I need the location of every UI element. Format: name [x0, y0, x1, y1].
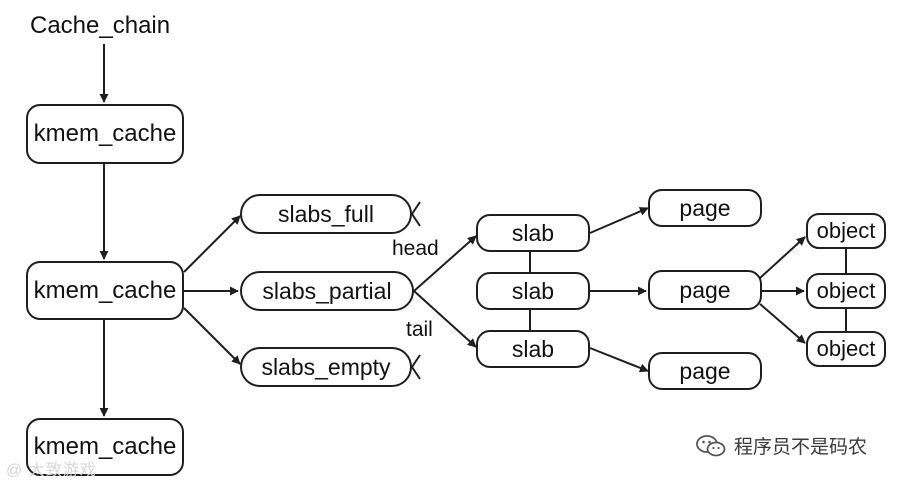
kmem-cache-node-2: kmem_cache	[26, 261, 184, 320]
tail-label: tail	[406, 318, 433, 341]
arrow-slab3-page3	[589, 347, 649, 373]
null-mark-empty	[411, 354, 421, 380]
object-node-2: object	[806, 273, 886, 309]
arrow-slab1-page1	[589, 207, 649, 234]
arrow-page2-object3	[759, 303, 806, 344]
slab-node-1: slab	[476, 214, 590, 252]
object-node-3: object	[806, 331, 886, 367]
kmem-cache-node-3: kmem_cache	[26, 418, 184, 476]
arrow-page2-object1	[759, 236, 806, 279]
root-label: Cache_chain	[30, 12, 171, 39]
arrow-tail	[413, 290, 477, 348]
wechat-icon	[696, 434, 726, 456]
page-node-2: page	[648, 270, 762, 310]
slab-node-3: slab	[476, 330, 590, 368]
slabs-empty-node: slabs_empty	[240, 347, 412, 387]
arrow-head	[413, 235, 477, 292]
head-label: head	[392, 237, 439, 260]
watermark-right: 程序员不是码农	[696, 432, 867, 459]
slabs-full-node: slabs_full	[240, 194, 412, 234]
watermark-left: @ 大致游戏	[6, 462, 97, 479]
watermark-right-text: 程序员不是码农	[734, 436, 868, 458]
kmem-cache-node-1: kmem_cache	[26, 104, 184, 164]
page-node-3: page	[648, 352, 762, 390]
page-node-1: page	[648, 189, 762, 227]
null-mark-full	[411, 201, 421, 227]
object-node-1: object	[806, 213, 886, 249]
arrow-to-slabs-full	[183, 215, 241, 273]
arrow-to-slabs-empty	[183, 307, 241, 365]
slabs-partial-node: slabs_partial	[240, 271, 414, 311]
slab-node-2: slab	[476, 272, 590, 310]
